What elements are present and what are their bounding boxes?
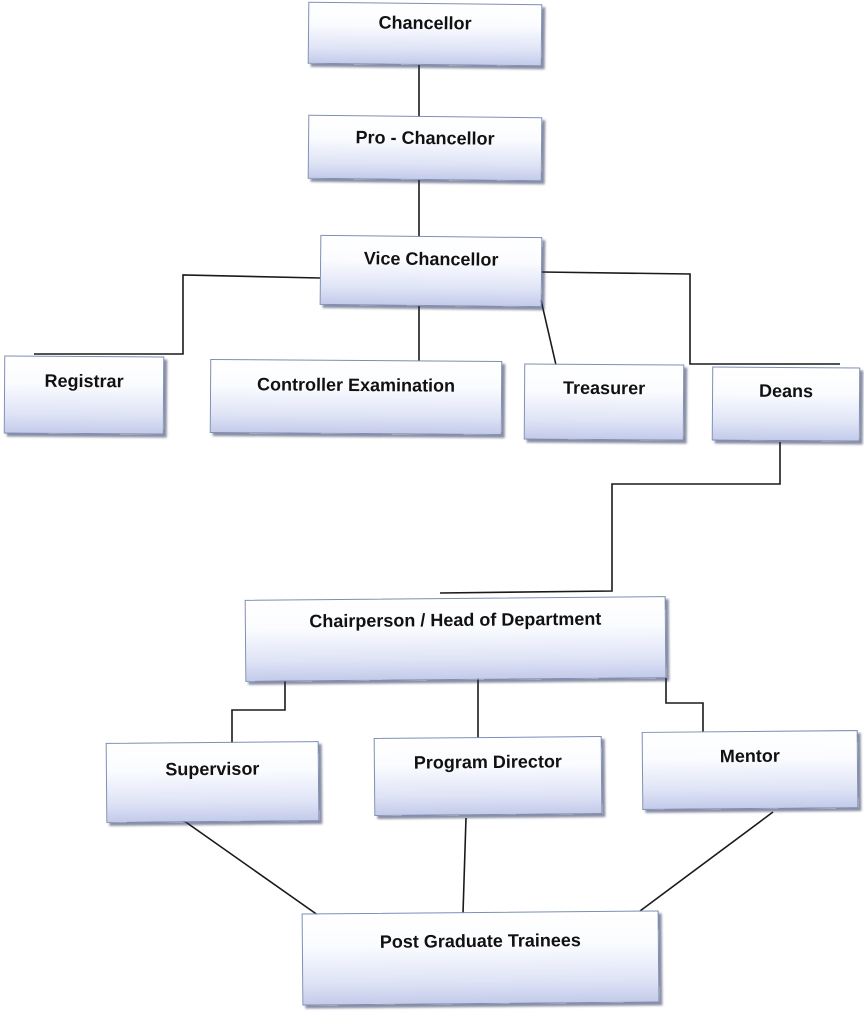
node-mentor-label: Mentor	[719, 745, 780, 767]
node-supervisor-label: Supervisor	[165, 758, 260, 780]
node-chancellor: Chancellor	[307, 1, 543, 67]
node-mentor: Mentor	[641, 730, 859, 810]
node-pro-chancellor-label: Pro - Chancellor	[355, 127, 495, 149]
edge-vicechancellor-registrar	[34, 274, 321, 355]
edge-vicechancellor-treasurer	[540, 299, 557, 366]
node-post-graduate-trainees-label: Post Graduate Trainees	[379, 930, 581, 952]
edge-chairperson-supervisor	[231, 680, 286, 744]
node-program-director-label: Program Director	[413, 751, 562, 773]
node-treasurer-label: Treasurer	[562, 377, 646, 399]
node-deans-label: Deans	[759, 380, 814, 402]
node-deans: Deans	[711, 366, 861, 442]
node-chairperson: Chairperson / Head of Department	[244, 596, 667, 682]
node-controller-examination-label: Controller Examination	[257, 374, 456, 396]
node-chairperson-label: Chairperson / Head of Department	[309, 608, 602, 632]
node-post-graduate-trainees: Post Graduate Trainees	[301, 910, 660, 1006]
node-pro-chancellor: Pro - Chancellor	[307, 114, 543, 182]
node-supervisor: Supervisor	[105, 741, 320, 823]
node-vice-chancellor-label: Vice Chancellor	[363, 248, 499, 270]
node-registrar-label: Registrar	[44, 370, 124, 392]
node-vice-chancellor: Vice Chancellor	[319, 234, 543, 308]
node-treasurer: Treasurer	[523, 363, 685, 441]
edge-mentor-pgt	[639, 811, 774, 912]
node-program-director: Program Director	[373, 736, 603, 816]
edge-vicechancellor-deans	[541, 271, 840, 365]
node-registrar: Registrar	[3, 355, 165, 435]
edge-deans-chairperson	[439, 442, 781, 594]
edge-supervisor-pgt	[179, 817, 323, 919]
node-chancellor-label: Chancellor	[378, 12, 472, 34]
edge-chairperson-mentor	[665, 678, 704, 732]
node-controller-examination: Controller Examination	[209, 358, 503, 436]
edge-programdirector-pgt	[462, 817, 467, 914]
